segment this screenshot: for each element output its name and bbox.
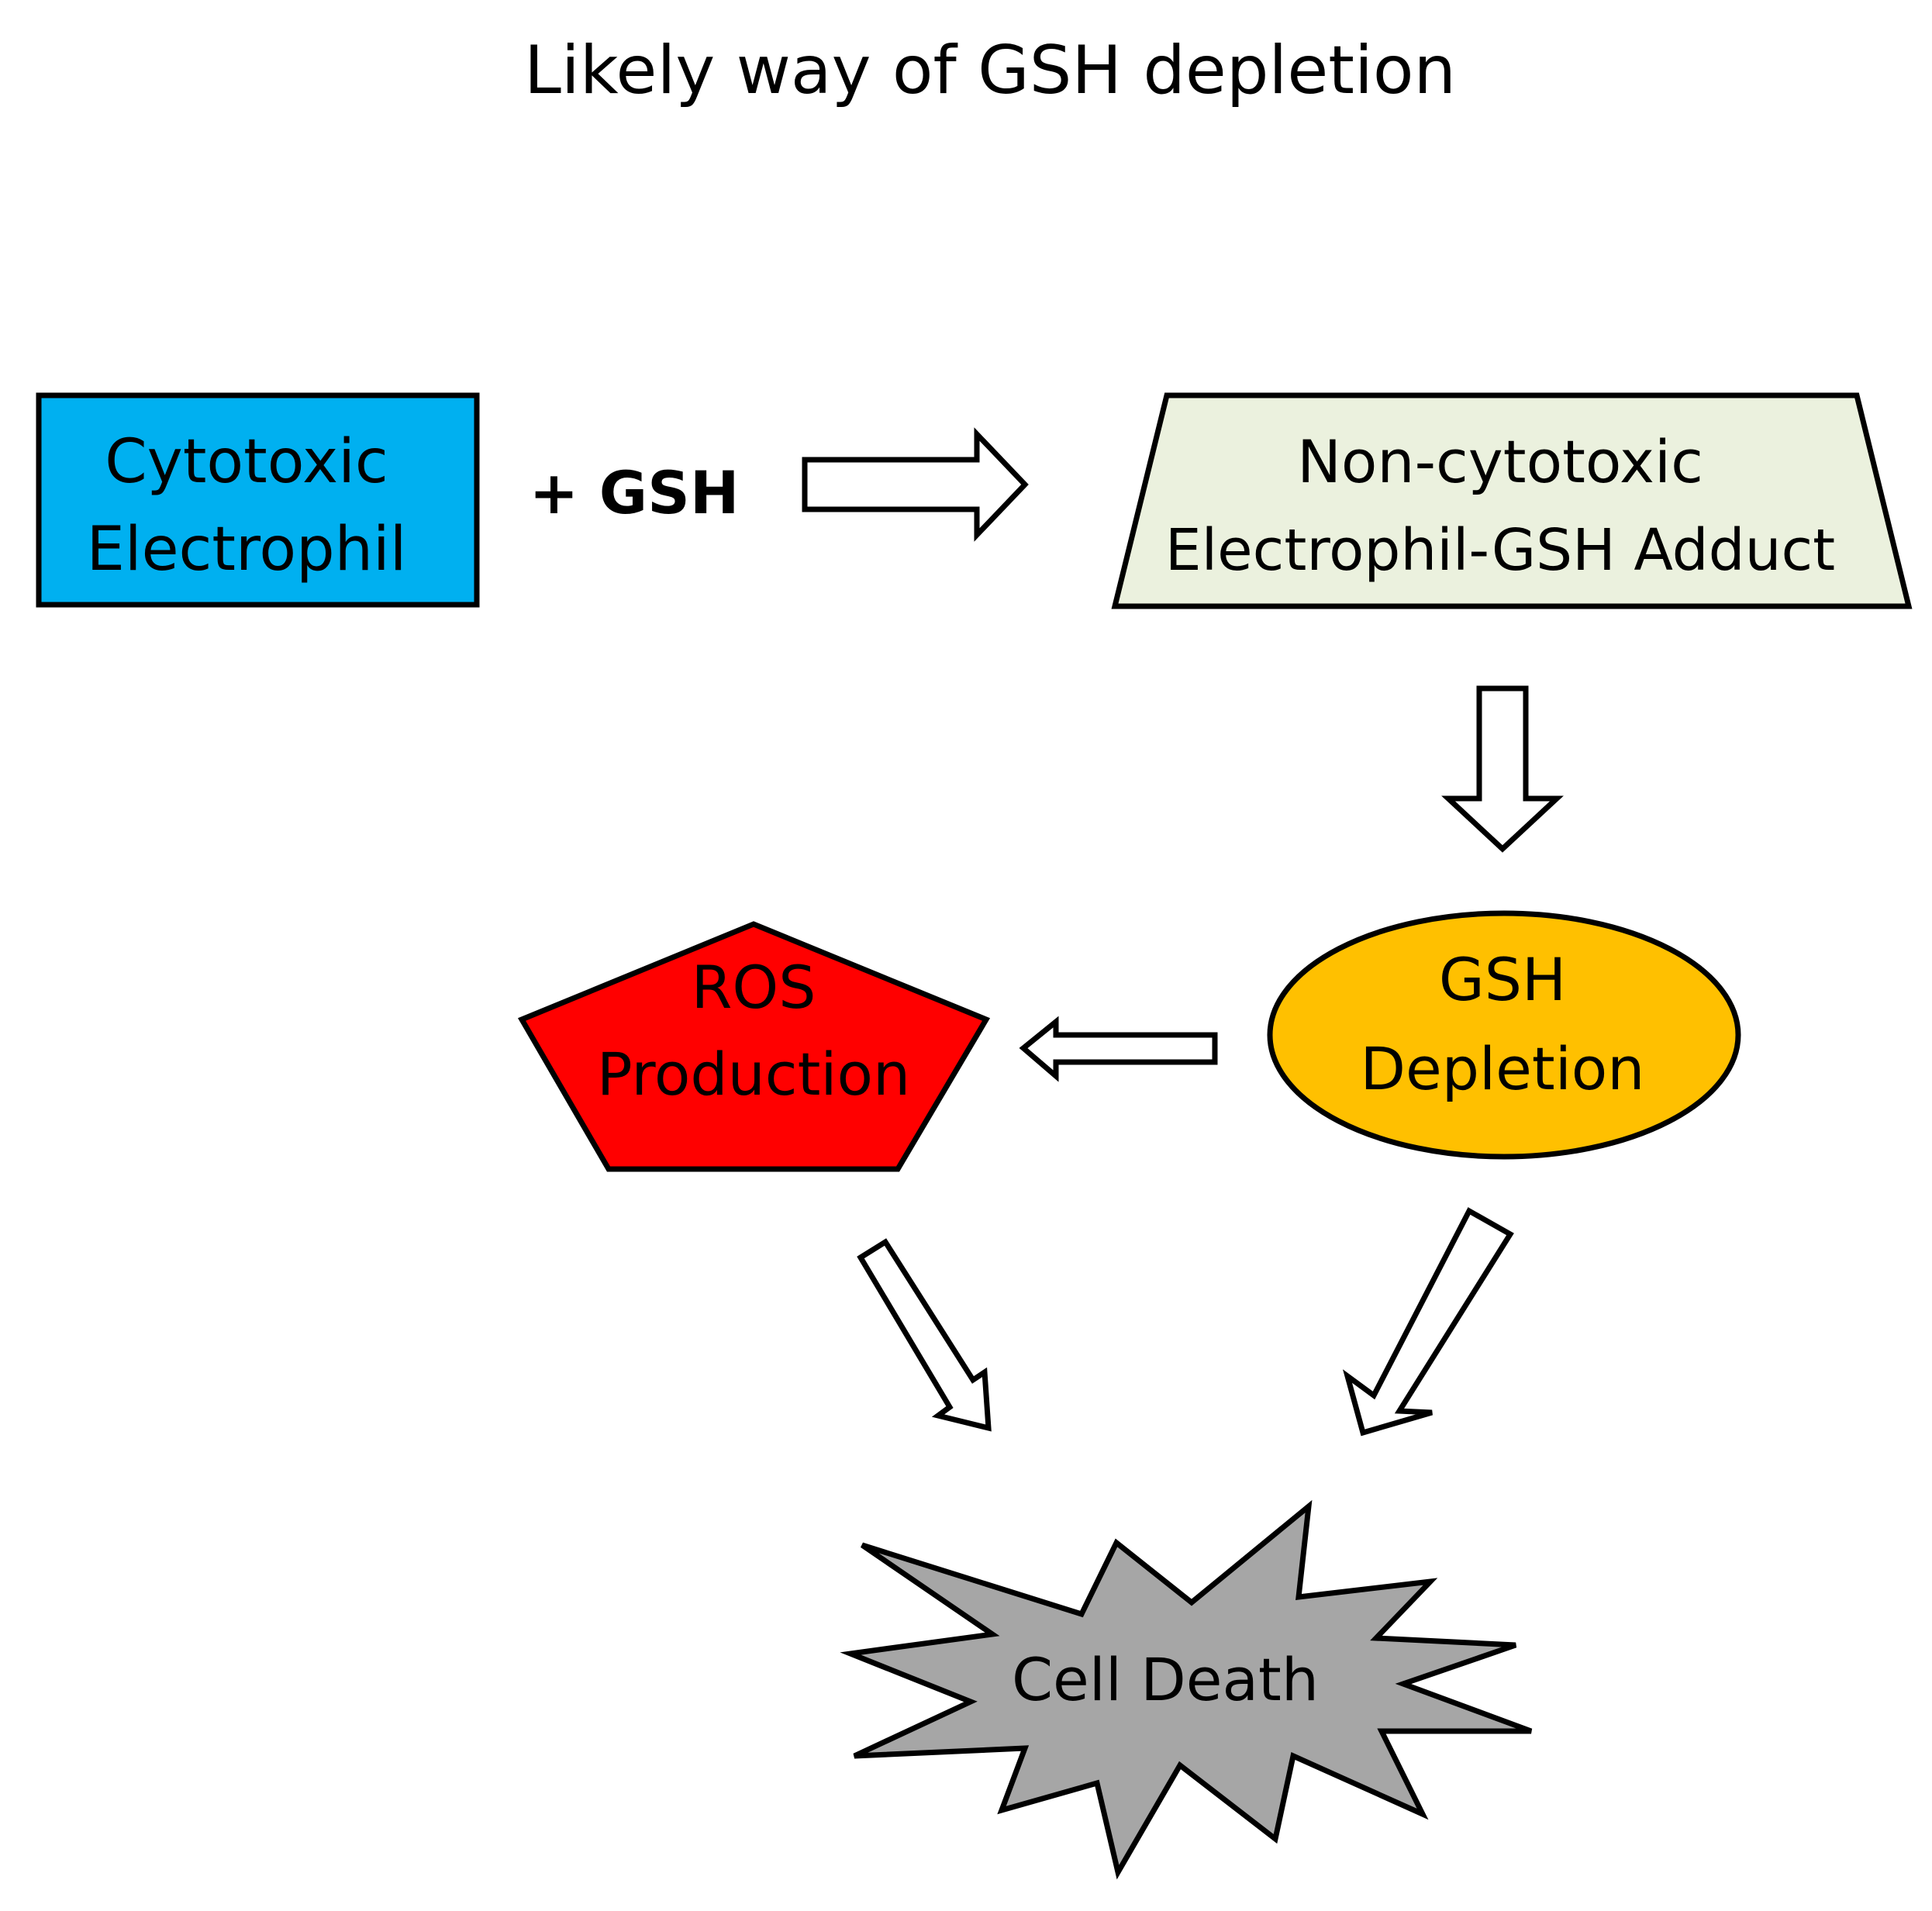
cytotoxic-electrophil-box — [36, 392, 480, 608]
cell-death-node: Cell Death — [840, 1499, 1533, 1880]
cytotoxic-electrophil-line2: Electrophil — [87, 515, 407, 585]
cell-death-label: Cell Death — [1012, 1645, 1319, 1714]
cell-death-starburst — [840, 1499, 1533, 1880]
cytotoxic-electrophil-line1: Cytotoxic — [105, 427, 388, 497]
cytotoxic-electrophil-node: Cytotoxic Electrophil — [36, 392, 480, 608]
diagram-title: Likely way of GSH depletion — [524, 32, 1456, 109]
arrow-ros-to-cell-death — [857, 1238, 992, 1432]
adduct-node: Non-cytotoxic Electrophil-GSH Adduct — [1111, 392, 1913, 609]
gsh-depletion-node: GSH Depletion — [1267, 910, 1741, 1160]
arrow-right-to-adduct — [802, 427, 1029, 542]
ros-production-line1: ROS — [692, 953, 816, 1022]
ros-production-pentagon — [517, 921, 991, 1172]
adduct-line2: Electrophil-GSH Adduct — [1165, 517, 1835, 584]
arrow-gsh-to-cell-death — [1342, 1207, 1514, 1437]
gsh-depletion-line1: GSH — [1439, 945, 1566, 1014]
adduct-trapezoid — [1111, 392, 1913, 609]
adduct-line1: Non-cytotoxic — [1297, 427, 1703, 496]
arrow-down-to-gsh-depletion — [1441, 685, 1564, 853]
ros-production-line2: Production — [597, 1040, 910, 1109]
gsh-depletion-ellipse — [1267, 910, 1741, 1160]
plus-gsh-label: + GSH — [530, 458, 740, 527]
ros-production-node: ROS Production — [517, 921, 991, 1172]
arrow-left-to-ros — [1019, 1016, 1218, 1082]
gsh-depletion-line2: Depletion — [1361, 1034, 1645, 1103]
